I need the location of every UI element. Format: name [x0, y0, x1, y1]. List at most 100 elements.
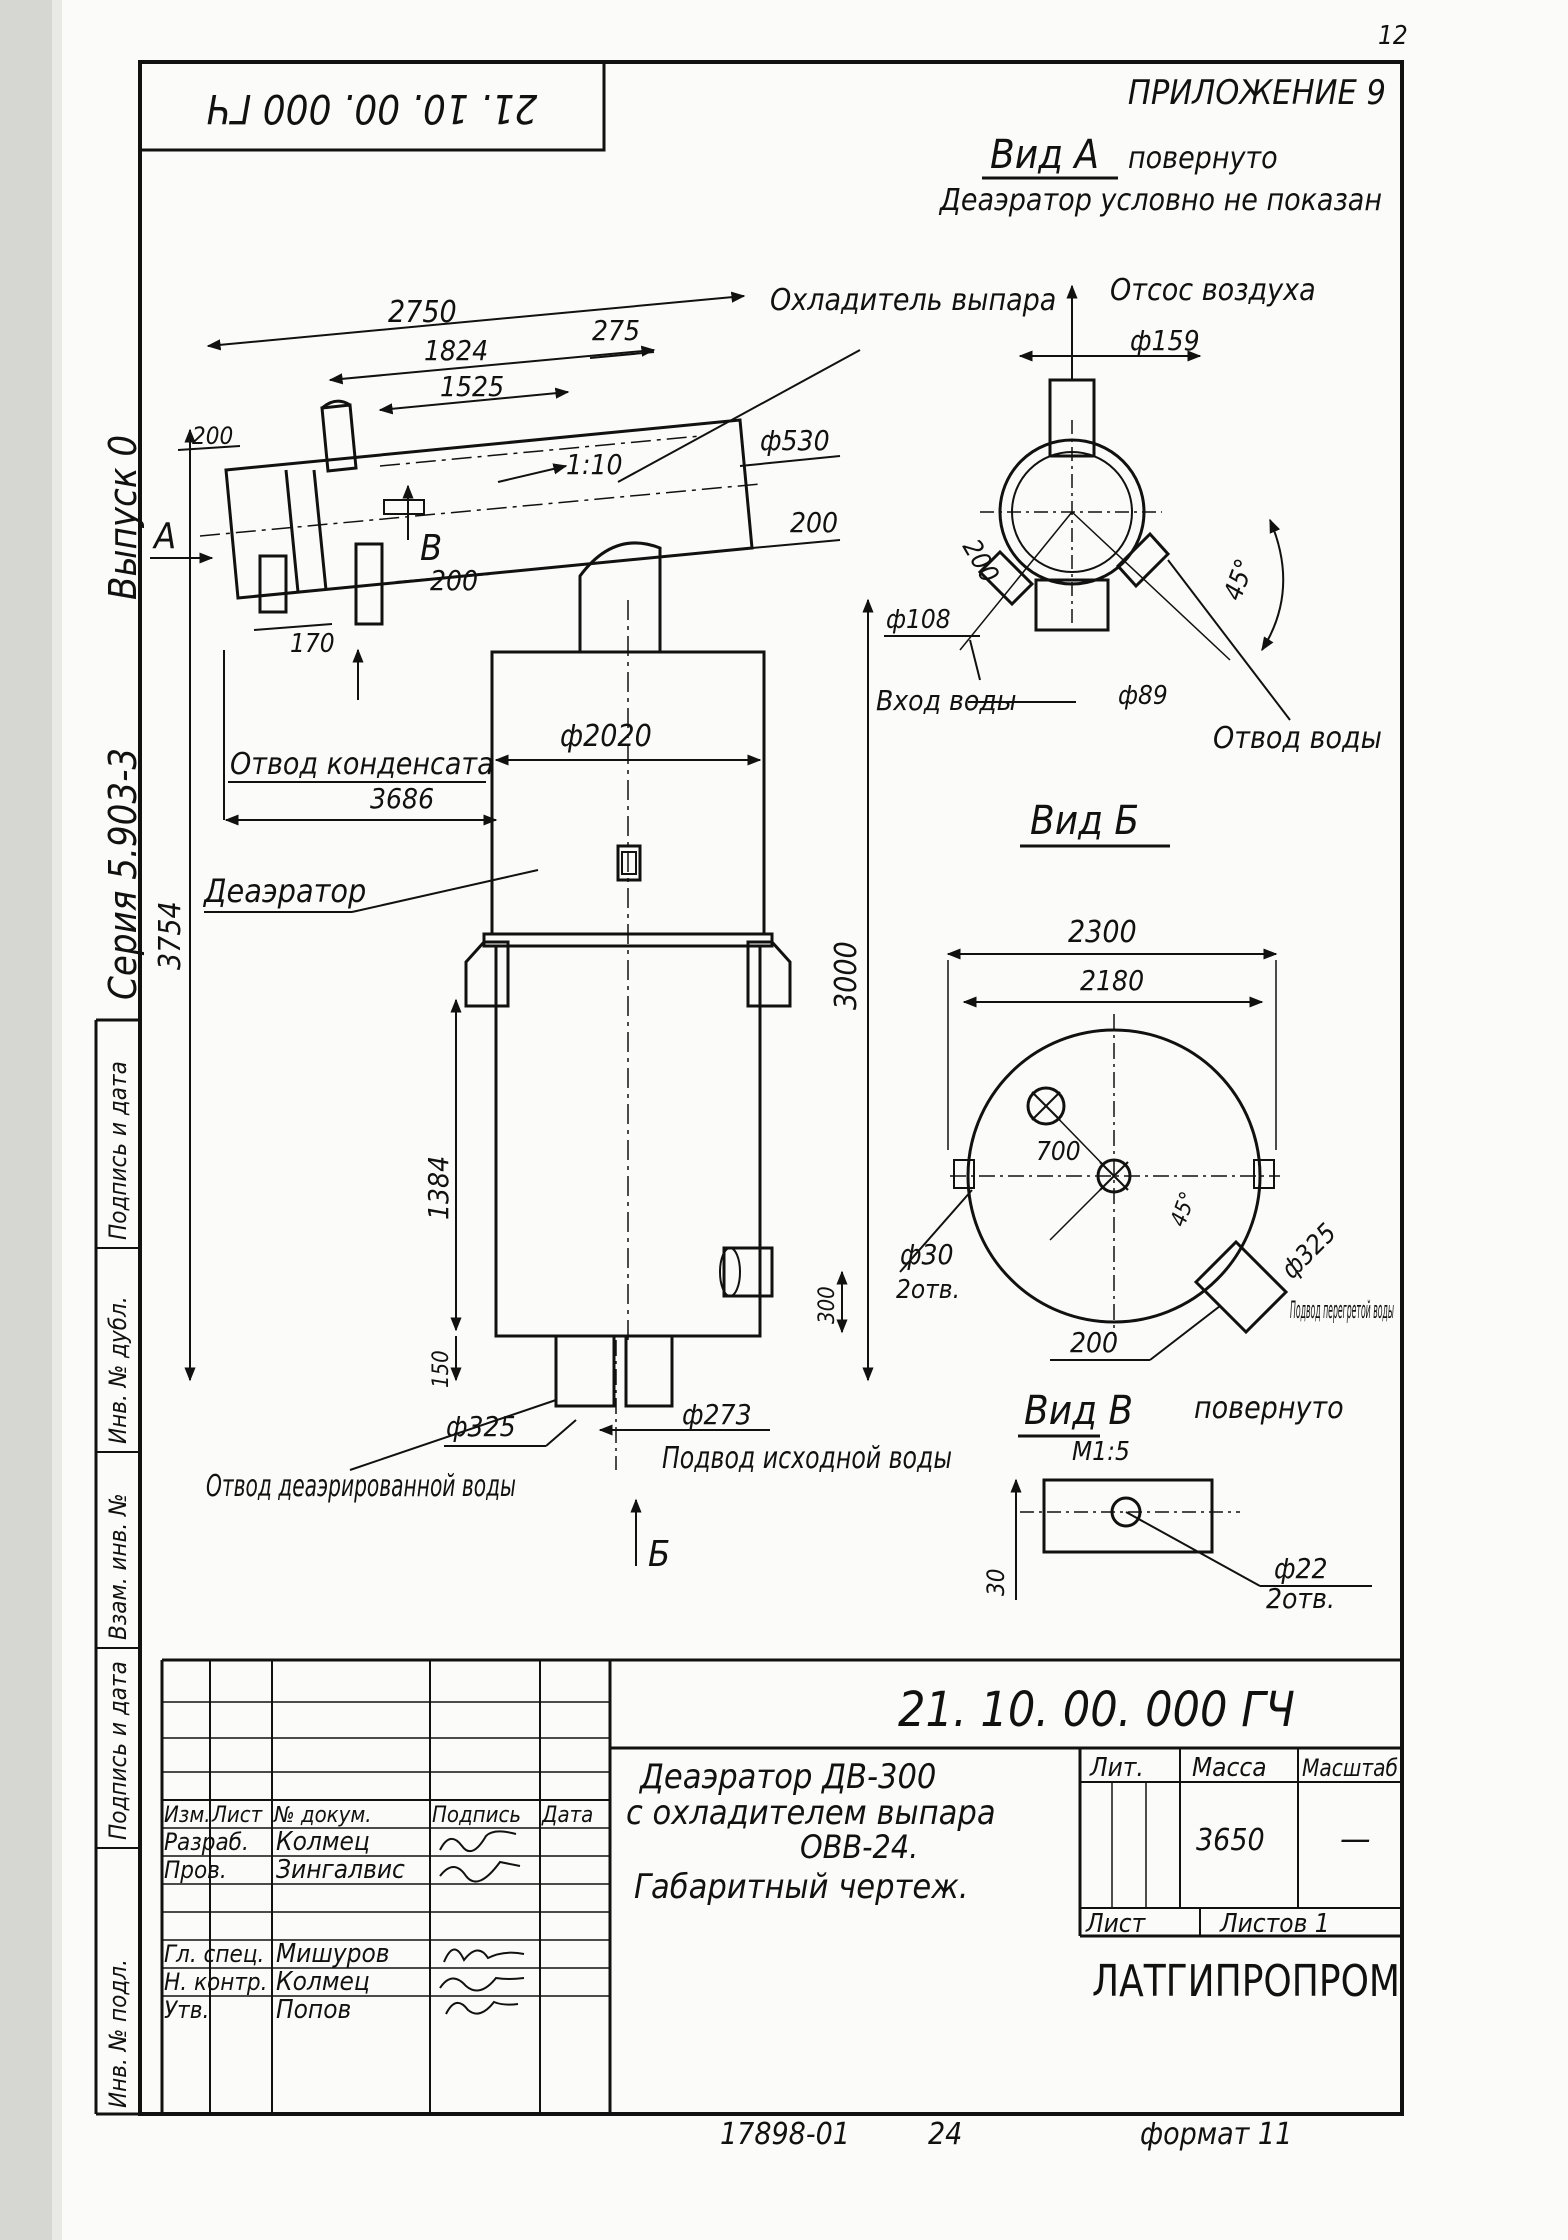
dim-150: 150 [429, 1350, 454, 1388]
dim-300: 300 [815, 1286, 840, 1324]
slope-label: 1:10 [566, 448, 623, 481]
dim-1824: 1824 [424, 334, 488, 367]
margin-label-replaced-inv: Взам. инв. № [104, 1493, 132, 1640]
tb-role-norm: Н. контр. [164, 1968, 267, 1996]
tb-header-sheet: Лист [211, 1803, 264, 1828]
tb-name-chief: Мишуров [276, 1939, 390, 1969]
arrow-v-label: В [420, 528, 442, 569]
dim-3000: 3000 [829, 941, 864, 1010]
view-v-title: Вид В [1024, 1388, 1133, 1434]
tb-mass-value: 3650 [1196, 1823, 1265, 1858]
tb-title-4: Габаритный чертеж. [634, 1867, 968, 1907]
view-v-30: 30 [982, 1569, 1010, 1596]
main-elevation: 2750 1824 275 1525 200 1:10 В А ф530 2 [150, 283, 1056, 1575]
tb-header-doc: № докум. [273, 1803, 372, 1828]
view-b-2180: 2180 [1080, 964, 1144, 997]
view-a-200: 200 [956, 535, 1004, 589]
footer-page: 24 [928, 2117, 962, 2152]
dim-3686: 3686 [370, 782, 434, 815]
margin-label-sign-date-1: Подпись и дата [104, 1661, 132, 1840]
dim-1384: 1384 [422, 1156, 455, 1220]
deaerated-water: Отвод деаэрированной воды [206, 1469, 516, 1504]
view-a-rotated: повернуто [1128, 141, 1278, 176]
tb-role-developer: Разраб. [164, 1828, 249, 1856]
view-b-2300: 2300 [1068, 915, 1137, 950]
scan-fold [52, 0, 62, 2240]
dim-3754: 3754 [153, 901, 188, 970]
view-a-air: Отсос воздуха [1110, 273, 1316, 308]
view-a-d89: ф89 [1118, 681, 1168, 711]
tb-role-checker: Пров. [164, 1856, 227, 1884]
signature-checker [439, 1860, 521, 1883]
tb-sheet-label: Лист [1085, 1909, 1147, 1939]
signature-norm [439, 1976, 525, 1992]
footer-inv: 17898-01 [720, 2117, 850, 2152]
view-a-d159: ф159 [1130, 324, 1200, 357]
source-water-1: Подвод исходной воды [662, 1441, 952, 1476]
tb-title-3: ОВВ-24. [800, 1828, 918, 1866]
dim-2750: 2750 [388, 295, 457, 330]
signature-developer [439, 1830, 517, 1853]
condensate-label: Отвод конденсата [230, 747, 494, 782]
tb-header-date: Дата [541, 1803, 593, 1828]
margin-label-inv-dup: Инв. № дубл. [104, 1296, 132, 1444]
view-b-200: 200 [1070, 1326, 1118, 1359]
arrow-a-label: А [152, 516, 176, 557]
dim-200-a: 200 [192, 422, 233, 450]
tb-header-signature: Подпись [432, 1803, 521, 1828]
margin-label-inv-orig: Инв. № подл. [104, 1959, 132, 2108]
view-a-title: Вид А [990, 132, 1099, 178]
view-v-plate [1042, 1478, 1214, 1554]
tb-mass-label: Масса [1192, 1753, 1267, 1783]
footer-format: формат 11 [1140, 2117, 1292, 2152]
title-block-code: 21. 10. 00. 000 ГЧ [898, 1682, 1295, 1738]
dim-200-c: 200 [430, 564, 478, 597]
bottom-nozzle-273 [624, 1334, 674, 1408]
tb-name-developer: Колмец [276, 1827, 370, 1857]
signature-approve [445, 2000, 519, 2015]
view-v-scale: М1:5 [1072, 1437, 1130, 1467]
tb-scale-value: — [1340, 1819, 1371, 1859]
stamp-box [138, 60, 606, 152]
manhole [616, 844, 642, 882]
view-b-title: Вид Б [1030, 798, 1139, 844]
view-a-d108: ф108 [886, 605, 951, 635]
title-block: 21. 10. 00. 000 ГЧ Изм. Лист № докум. По… [160, 1658, 1402, 2116]
signature-chief [443, 1948, 525, 1963]
elbow-pipe [578, 541, 662, 654]
page-top-number: 12 [1378, 21, 1408, 51]
appendix-label: ПРИЛОЖЕНИЕ 9 [1128, 73, 1386, 113]
dim-d530: ф530 [760, 424, 830, 457]
tb-scale-label: Масштаб [1302, 1754, 1398, 1782]
view-b-steam: Подвод перегретой воды [1290, 1296, 1394, 1324]
tb-name-approve: Попов [276, 1995, 351, 2025]
dim-200-b: 200 [790, 506, 838, 539]
view-v: Вид В повернуто М1:5 30 ф22 2отв. [982, 1388, 1372, 1615]
cooler-label: Охладитель выпара [770, 283, 1056, 318]
scan-shadow [0, 0, 52, 2240]
view-b-700: 700 [1036, 1137, 1081, 1167]
view-b-holes: 2отв. [896, 1275, 960, 1305]
view-b-d325: ф325 [1276, 1218, 1343, 1285]
view-b-d30: ф30 [900, 1238, 954, 1271]
view-a: Отсос воздуха ф159 200 45° ф108 Вход вод… [876, 273, 1382, 756]
dim-d273: ф273 [682, 1398, 752, 1431]
tb-name-checker: Зингалвис [276, 1855, 405, 1885]
tb-header-change: Изм. [164, 1803, 211, 1828]
dim-275: 275 [592, 314, 640, 347]
view-a-note: Деаэратор условно не показан [939, 183, 1382, 218]
view-v-rotated: повернуто [1194, 1391, 1344, 1426]
tb-lit-label: Лит. [1089, 1753, 1144, 1783]
tb-role-approve: Утв. [164, 1996, 209, 2024]
margin-issue: Выпуск 0 [101, 435, 145, 600]
view-v-d22: ф22 [1274, 1552, 1328, 1585]
view-v-holes: 2отв. [1266, 1582, 1335, 1615]
dim-d2020: ф2020 [560, 719, 652, 754]
tb-name-norm: Колмец [276, 1967, 370, 1997]
view-a-inlet: Вход воды [876, 684, 1017, 717]
tb-title-1: Деаэратор ДВ-300 [638, 1757, 936, 1797]
tb-role-chief: Гл. спец. [164, 1940, 264, 1968]
stamp-inverted: 21. 10. 00. 000 ГЧ [207, 85, 538, 131]
deaerator-label: Деаэратор [202, 872, 366, 910]
